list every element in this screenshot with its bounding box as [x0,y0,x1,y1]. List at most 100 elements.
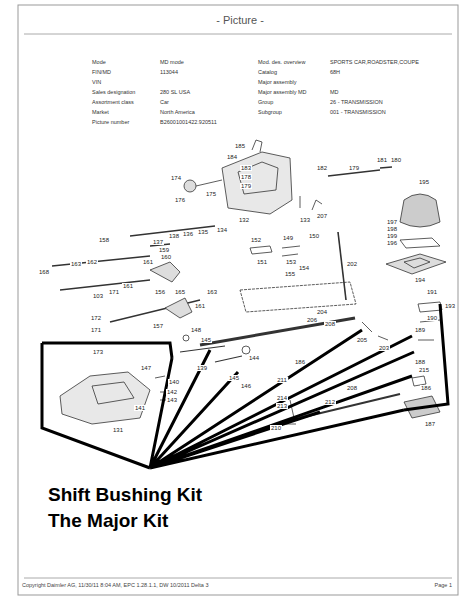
callout-number: 141 [134,405,146,411]
callout-number: 179 [240,183,252,189]
table-cell: Major assembly MD [258,90,307,96]
cover-plate [386,254,446,274]
callout-number: 182 [316,165,328,171]
callout-number: 176 [174,197,186,203]
shift-housing-upper [222,152,292,214]
table-cell: Catalog [258,70,277,76]
selector-rod [130,226,215,246]
callout-number: 161 [122,283,134,289]
callout-number: 145 [228,375,240,381]
wire [196,180,222,186]
table-cell: North America [160,110,195,116]
table-cell: Subgroup [258,110,282,116]
callout-number: 208 [346,385,358,391]
callout-number: 140 [168,379,180,385]
callout-number: 168 [38,269,50,275]
callout-number: 198 [386,226,398,232]
callout-number: 160 [160,254,172,260]
table-cell: 68H [330,70,340,76]
callout-number: 183 [240,165,252,171]
callout-number: 187 [424,421,436,427]
callout-number: 197 [386,219,398,225]
callout-number: 151 [256,259,268,265]
callout-number: 163 [206,289,218,295]
callout-number: 142 [166,389,178,395]
page-title: - Picture - [216,15,264,26]
callout-number: 208 [324,321,336,327]
table-cell: FIN/MD [92,70,111,76]
callout-number: 132 [238,217,250,223]
bushing-144 [242,346,250,354]
callout-number: 203 [378,345,390,351]
table-cell: Assortment class [92,100,134,106]
callout-number: 178 [240,174,252,180]
callout-number: 103 [92,293,104,299]
callout-number: 172 [90,315,102,321]
callout-number: 150 [308,233,320,239]
callout-number: 174 [170,175,182,181]
shift-housing-lower [60,372,150,424]
callout-number: 204 [316,309,328,315]
callout-number: 211 [276,377,288,383]
shift-fork [150,262,180,282]
callout-number: 162 [86,259,98,265]
callout-number: 202 [346,261,358,267]
callout-number: 156 [154,289,166,295]
callout-number: 131 [112,427,124,433]
callout-number: 155 [284,271,296,277]
table-cell: MD [330,90,339,96]
page-number: Page 1 [435,583,452,589]
table-cell: Group [258,100,273,106]
callout-number: 173 [92,349,104,355]
callout-number: 206 [306,317,318,323]
callout-number: 134 [216,227,228,233]
table-cell: B26001001422.920511 [160,120,217,126]
callout-number: 138 [168,233,180,239]
housing-stud [252,140,262,152]
shift-fork-2 [165,298,192,318]
callout-number: 213 [276,403,288,409]
table-cell: SPORTS CAR,ROADSTER,COUPE [330,60,419,66]
callout-number: 165 [174,289,186,295]
shift-rod-103 [60,280,150,290]
callout-number: 148 [190,327,202,333]
callout-number: 171 [90,327,102,333]
header-rule [24,34,452,35]
detent-parts [250,246,300,256]
callout-number: 194 [414,277,426,283]
callout-number: 193 [444,303,456,309]
kit-annotation: The Major Kit [48,511,168,530]
pin [300,196,322,210]
boot-ring [400,238,440,248]
table-cell: 26 - TRANSMISSION [330,100,383,106]
switch [184,180,196,192]
callout-number: 149 [282,235,294,241]
kit-annotation: Shift Bushing Kit [48,485,202,504]
table-cell: Market [92,110,109,116]
callout-number: 135 [197,229,209,235]
bushings [418,302,442,340]
lever-202 [338,232,346,300]
kit-pointer-lines [150,330,414,468]
shift-shaft-186 [200,318,355,345]
callout-number: 154 [298,265,310,271]
callout-number: 159 [158,247,170,253]
callout-number: 188 [414,359,426,365]
shift-boot [400,194,440,227]
table-cell: VIN [92,80,101,86]
callout-number: 171 [108,289,120,295]
gasket [240,282,356,312]
callout-number: 181 [376,157,388,163]
table-cell: 280 SL USA [160,90,190,96]
callout-number: 190 [426,315,438,321]
callout-number: 144 [248,355,260,361]
callout-number: 153 [285,259,297,265]
callout-number: 180 [390,157,402,163]
callout-number: 214 [276,395,288,401]
callout-number: 196 [386,240,398,246]
callout-number: 215 [418,367,430,373]
callout-number: 133 [299,217,311,223]
callout-number: 186 [420,385,432,391]
callout-number: 143 [166,397,178,403]
table-cell: Major assembly [258,80,297,86]
